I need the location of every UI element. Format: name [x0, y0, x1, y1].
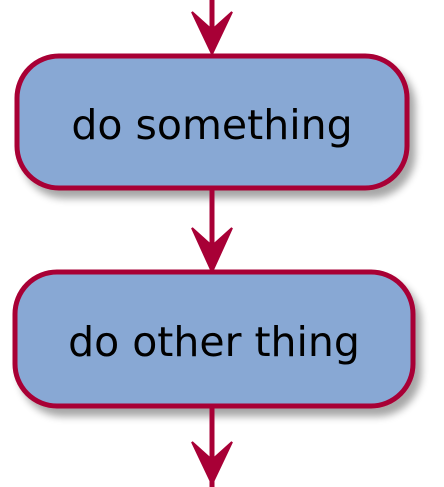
activity-node-label: do something — [71, 101, 352, 149]
arrowhead-icon — [191, 11, 233, 57]
edge-do-something-to-do-other-thing — [191, 188, 233, 275]
arrowhead-icon — [191, 227, 233, 275]
edge-do-other-thing-to-end — [191, 406, 233, 487]
edge-start-to-do-something — [191, 0, 233, 57]
activity-node-label: do other thing — [68, 318, 360, 366]
arrowhead-icon — [191, 441, 233, 487]
